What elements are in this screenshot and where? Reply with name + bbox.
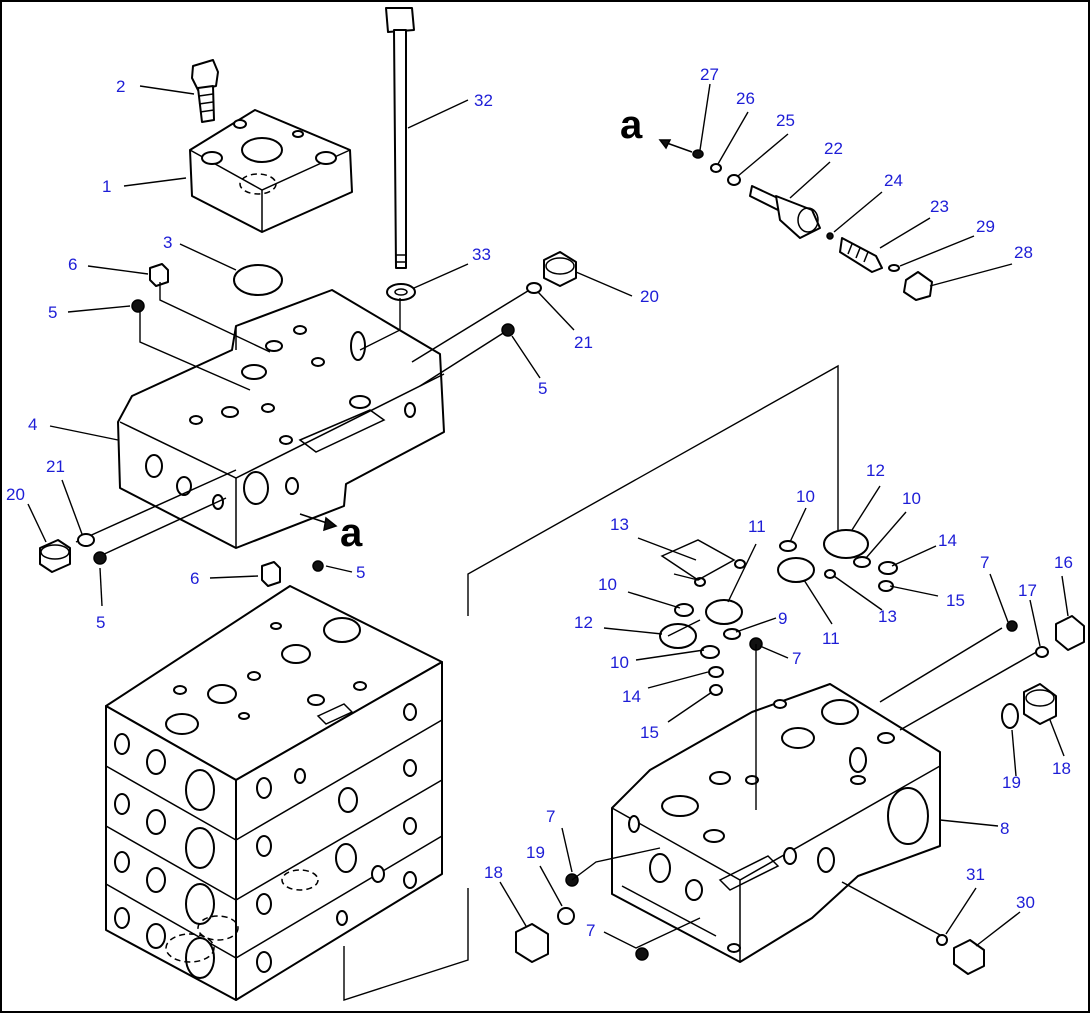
callout-5: 5 <box>96 613 105 632</box>
callout-7: 7 <box>792 649 801 668</box>
callout-9: 9 <box>778 609 787 628</box>
callout-12: 12 <box>574 613 593 632</box>
callout-28: 28 <box>1014 243 1033 262</box>
part-valve-body-8 <box>611 683 941 963</box>
callout-29: 29 <box>976 217 995 236</box>
callout-11: 11 <box>748 517 766 536</box>
callout-27: 27 <box>700 65 719 84</box>
assembly-guide-line <box>467 364 839 616</box>
callout-10: 10 <box>796 487 815 506</box>
callout-11: 11 <box>822 629 840 648</box>
callout-8: 8 <box>1000 819 1009 838</box>
spool-line <box>841 881 943 937</box>
callout-21: 21 <box>574 333 593 352</box>
callout-19: 19 <box>1002 773 1021 792</box>
callout-5: 5 <box>356 563 365 582</box>
callout-22: 22 <box>824 139 843 158</box>
small-parts <box>39 251 1085 975</box>
callout-4: 4 <box>28 415 37 434</box>
callout-13: 13 <box>610 515 629 534</box>
callout-24: 24 <box>884 171 903 190</box>
callout-labels: 2 1 3 6 5 4 21 20 5 6 5 32 33 20 21 5 27… <box>6 65 1073 940</box>
callout-20: 20 <box>6 485 25 504</box>
callout-19: 19 <box>526 843 545 862</box>
spool-line <box>419 329 509 387</box>
spool-line <box>879 627 1003 703</box>
part-washer-33 <box>386 283 416 301</box>
callout-18: 18 <box>484 863 503 882</box>
part-long-bolt-32 <box>385 7 415 269</box>
reference-letter-a-top: a <box>620 103 643 147</box>
callout-15: 15 <box>640 723 659 742</box>
callout-26: 26 <box>736 89 755 108</box>
callout-14: 14 <box>622 687 641 706</box>
callout-3: 3 <box>163 233 172 252</box>
callout-5: 5 <box>538 379 547 398</box>
part-seal-3 <box>233 264 283 296</box>
part-valve-body-4 <box>117 289 445 549</box>
callout-31: 31 <box>966 865 985 884</box>
callout-6: 6 <box>68 255 77 274</box>
callout-33: 33 <box>472 245 491 264</box>
stacked-valve-block <box>105 585 443 1001</box>
callout-17: 17 <box>1018 581 1037 600</box>
callout-23: 23 <box>930 197 949 216</box>
callout-5: 5 <box>48 303 57 322</box>
callout-21: 21 <box>46 457 65 476</box>
callout-2: 2 <box>116 77 125 96</box>
spool-line <box>75 469 237 543</box>
callout-18: 18 <box>1052 759 1071 778</box>
callout-10: 10 <box>598 575 617 594</box>
spool-line <box>411 285 537 363</box>
callout-7: 7 <box>980 553 989 572</box>
callout-1: 1 <box>102 177 111 196</box>
relief-valve-subassembly <box>658 139 933 301</box>
part-bolt-2 <box>191 59 219 123</box>
spool-line <box>621 885 717 937</box>
callout-leaders <box>27 83 1069 949</box>
callout-25: 25 <box>776 111 795 130</box>
callout-10: 10 <box>610 653 629 672</box>
reference-letter-a-body: a <box>340 511 363 555</box>
callout-7: 7 <box>546 807 555 826</box>
part-cover-block-1 <box>189 109 353 233</box>
assembly-guide-line <box>343 888 469 1001</box>
callout-20: 20 <box>640 287 659 306</box>
spool-line <box>99 497 227 557</box>
callout-32: 32 <box>474 91 493 110</box>
callout-15: 15 <box>946 591 965 610</box>
callout-14: 14 <box>938 531 957 550</box>
callout-12: 12 <box>866 461 885 480</box>
callout-13: 13 <box>878 607 897 626</box>
callout-10: 10 <box>902 489 921 508</box>
callout-6: 6 <box>190 569 199 588</box>
callout-16: 16 <box>1054 553 1073 572</box>
callout-30: 30 <box>1016 893 1035 912</box>
callout-7: 7 <box>586 921 595 940</box>
spool-line <box>899 649 1041 731</box>
